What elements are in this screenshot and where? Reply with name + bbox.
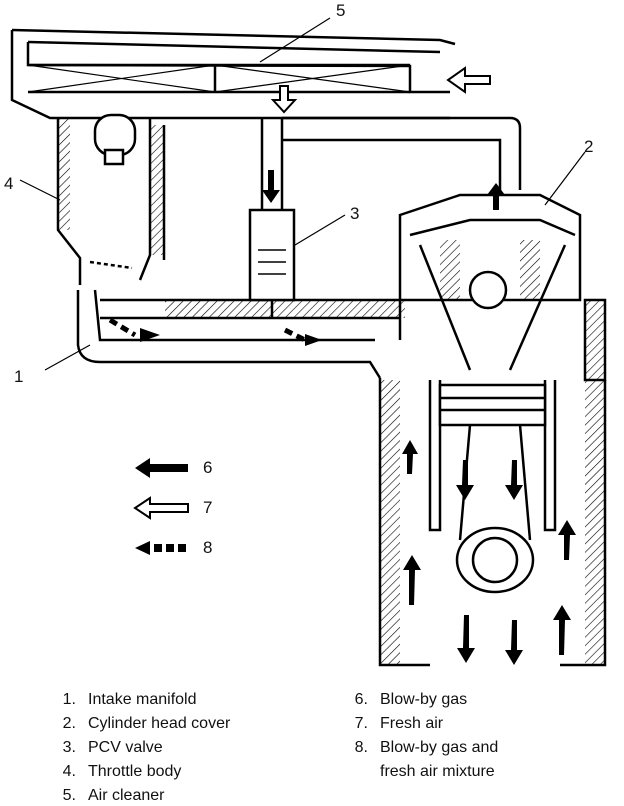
key-arrow-solid [135,458,188,478]
callout-5: 5 [336,1,346,20]
legend-num: 3. [62,739,76,756]
legend-text: Blow-by gas [380,691,468,708]
legend-text: fresh air mixture [380,763,495,780]
legend-num: 1. [62,691,76,708]
key-label-8: 8 [203,538,213,557]
legend-num: 6. [354,691,368,708]
key-arrow-dashed [135,541,186,555]
legend-item: 2. Cylinder head cover [48,714,231,734]
legend-text: Cylinder head cover [88,715,231,732]
intake-manifold [76,289,405,379]
legend-num: 4. [62,763,76,780]
legend-item: 5. Air cleaner [48,786,165,806]
legend-text: Throttle body [88,763,182,780]
legend-item: 4. Throttle body [48,762,182,782]
legend-key-arrows [133,458,189,555]
key-label-7: 7 [203,498,213,517]
legend-num: 8. [354,739,368,756]
callout-2: 2 [584,137,594,156]
legend-text: Blow-by gas and [380,739,499,756]
air-cleaner [10,28,456,120]
key-label-6: 6 [203,458,213,477]
cylinder-head [398,193,607,382]
callout-3: 3 [350,204,360,223]
legend-text: PCV valve [88,739,163,756]
legend-item: 3. PCV valve [48,738,163,758]
legend-text: Fresh air [380,715,444,732]
callout-leaders [19,17,586,371]
legend-num: 2. [62,715,76,732]
legend-item: 7. Fresh air [340,714,443,734]
legend-num: 7. [354,715,368,732]
legend-item: 1. Intake manifold [48,690,197,710]
engine-block [378,378,607,667]
callout-4: 4 [4,174,14,193]
legend-text: Air cleaner [88,787,165,804]
legend-item: 8. Blow-by gas and [340,738,499,758]
legend-num: 5. [62,787,76,804]
pcv-valve [248,116,522,318]
key-arrow-hollow [133,496,189,520]
legend-item: 6. Blow-by gas [340,690,468,710]
flow-arrows [108,66,576,665]
throttle-body [56,113,166,285]
callout-1: 1 [14,367,24,386]
legend-text: Intake manifold [88,691,197,708]
legend-item-continuation: fresh air mixture [340,762,495,782]
